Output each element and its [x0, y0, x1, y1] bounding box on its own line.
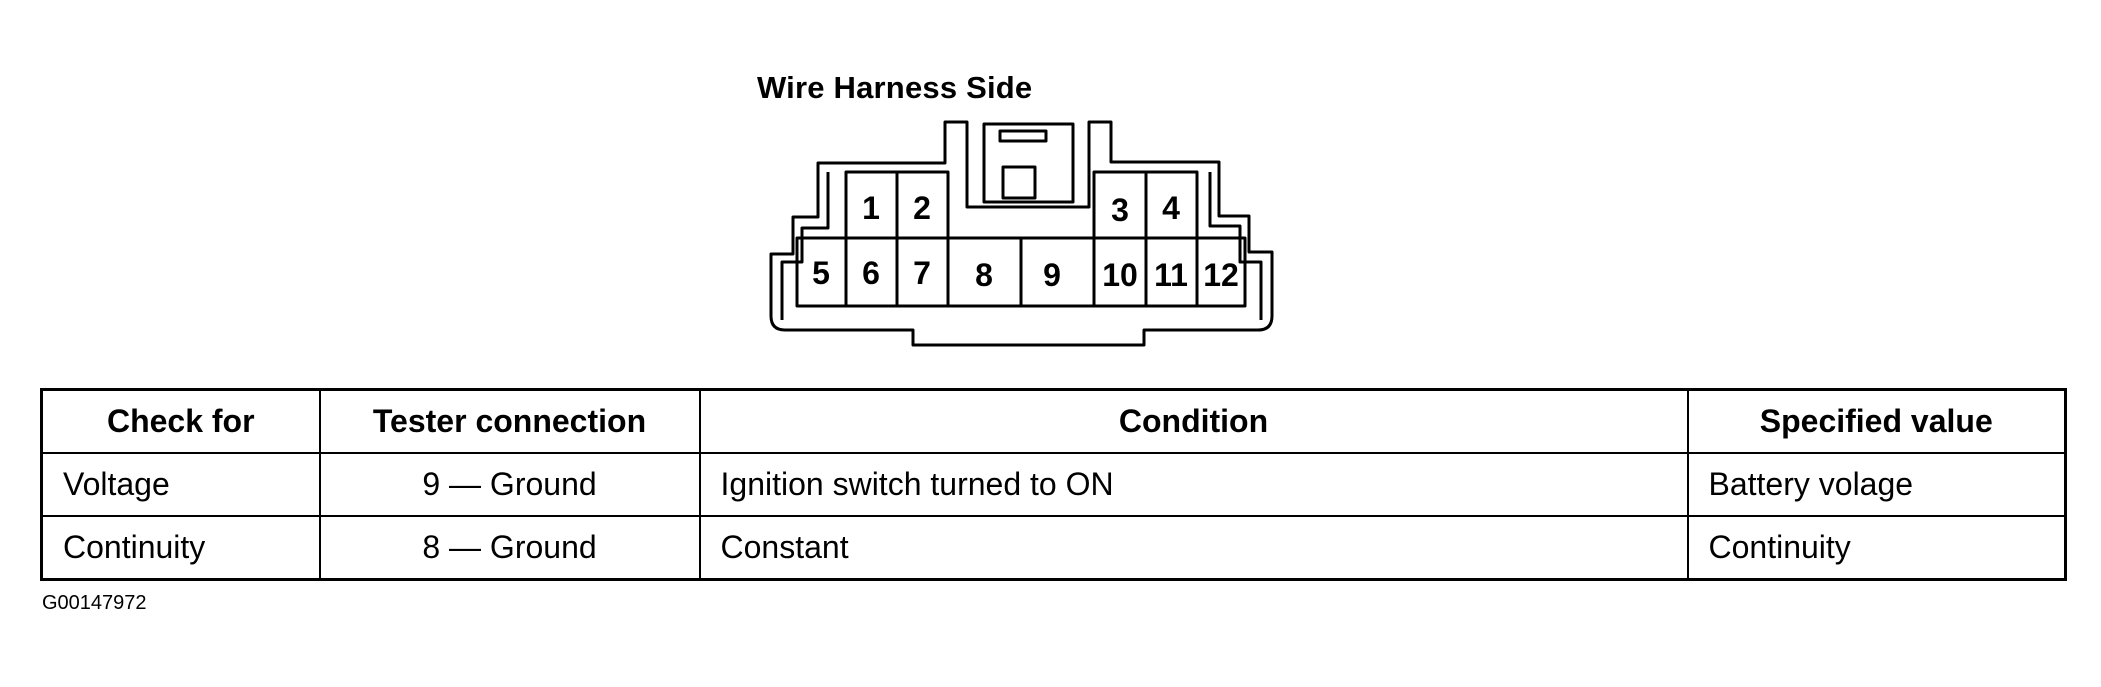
pin-label-7: 7 [913, 255, 931, 291]
inspection-table: Check for Tester connection Condition Sp… [40, 388, 2067, 581]
header-condition: Condition [698, 388, 1689, 454]
cell-check-for: Continuity [40, 515, 321, 581]
connector-inner-rim [780, 172, 830, 320]
header-check-for: Check for [40, 388, 321, 454]
table-row: Continuity 8 — Ground Constant Continuit… [40, 515, 2067, 581]
cell-tester-connection: 8 — Ground [318, 515, 701, 581]
cell-specified-value: Battery volage [1686, 452, 2067, 517]
pin-label-6: 6 [862, 255, 880, 291]
pin-label-3: 3 [1111, 192, 1129, 228]
connector-diagram: 1 2 3 4 5 6 7 8 9 10 11 12 [769, 120, 1274, 347]
pin-label-4: 4 [1162, 190, 1180, 226]
cell-tester-connection: 9 — Ground [318, 452, 701, 517]
cell-condition: Constant [698, 515, 1689, 581]
header-tester-connection: Tester connection [318, 388, 701, 454]
pin-label-10: 10 [1102, 257, 1138, 293]
table-header-row: Check for Tester connection Condition Sp… [40, 388, 2067, 454]
connector-inner-rim-right [1208, 172, 1263, 320]
cell-specified-value: Continuity [1686, 515, 2067, 581]
figure-id: G00147972 [42, 592, 147, 614]
pin-label-12: 12 [1203, 257, 1239, 293]
connector-housing [769, 120, 1274, 347]
latch-slot [998, 129, 1048, 143]
table-row: Voltage 9 — Ground Ignition switch turne… [40, 452, 2067, 517]
latch-window [1001, 165, 1037, 200]
pin-label-1: 1 [862, 190, 880, 226]
pin-label-2: 2 [913, 190, 931, 226]
latch-outer [982, 122, 1075, 204]
pin-label-8: 8 [975, 257, 993, 293]
cavity-12 [1195, 236, 1247, 308]
connector-title: Wire Harness Side [757, 70, 1033, 105]
cell-check-for: Voltage [40, 452, 321, 517]
pin-label-9: 9 [1043, 257, 1061, 293]
pin-label-5: 5 [812, 255, 830, 291]
cell-condition: Ignition switch turned to ON [698, 452, 1689, 517]
pin-label-11: 11 [1154, 257, 1188, 293]
header-specified-value: Specified value [1686, 388, 2067, 454]
